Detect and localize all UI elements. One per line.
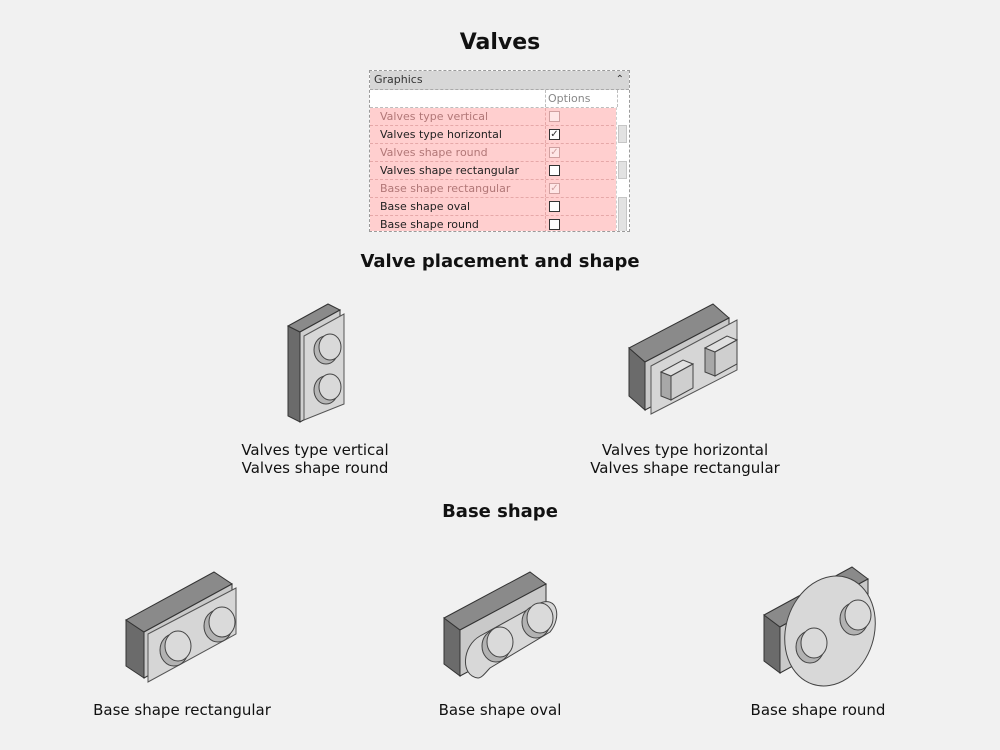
property-row-label: Valves type vertical xyxy=(380,110,489,123)
panel-header-label: Graphics xyxy=(374,73,423,86)
property-row-label: Base shape rectangular xyxy=(380,182,511,195)
vertical-round-valve-figure xyxy=(286,303,345,423)
section-title-placement: Valve placement and shape xyxy=(360,251,640,272)
panel-header[interactable]: Graphics ⌃ xyxy=(370,71,629,90)
scroll-thumb[interactable] xyxy=(618,125,627,143)
section-title-base: Base shape xyxy=(442,501,558,522)
option-cell xyxy=(545,108,618,125)
option-checkbox[interactable]: ✓ xyxy=(549,129,560,140)
option-cell xyxy=(545,198,618,215)
caption-line: Valves type vertical xyxy=(241,441,389,459)
option-checkbox[interactable]: ✓ xyxy=(549,147,560,158)
scrollbar[interactable] xyxy=(616,107,629,231)
caption-base-rect: Base shape rectangular xyxy=(93,701,271,719)
property-row[interactable]: Valves type horizontal ✓ xyxy=(370,126,629,144)
property-row[interactable]: Base shape round xyxy=(370,216,629,231)
option-cell xyxy=(545,216,618,231)
caption-line: Valves shape rectangular xyxy=(590,459,780,477)
caption-horizontal: Valves type horizontal Valves shape rect… xyxy=(565,441,805,477)
base-round-figure xyxy=(763,566,876,687)
caption-line: Valves shape round xyxy=(241,459,389,477)
scroll-thumb[interactable] xyxy=(618,197,627,231)
property-row[interactable]: Base shape rectangular ✓ xyxy=(370,180,629,198)
caption-vertical: Valves type vertical Valves shape round xyxy=(200,441,430,477)
property-row-label: Valves shape round xyxy=(380,146,488,159)
base-oval-figure xyxy=(443,571,558,679)
option-cell xyxy=(545,162,618,179)
property-row[interactable]: Valves type vertical xyxy=(370,108,629,126)
option-cell: ✓ xyxy=(545,180,618,197)
property-row-label: Base shape round xyxy=(380,218,479,231)
property-row[interactable]: Valves shape rectangular xyxy=(370,162,629,180)
option-checkbox[interactable] xyxy=(549,165,560,176)
column-header-row: Options xyxy=(370,90,629,108)
option-checkbox[interactable] xyxy=(549,111,560,122)
property-row-label: Valves type horizontal xyxy=(380,128,502,141)
caption-line: Valves type horizontal xyxy=(601,441,769,459)
property-row-label: Valves shape rectangular xyxy=(380,164,520,177)
property-row[interactable]: Base shape oval xyxy=(370,198,629,216)
scroll-thumb[interactable] xyxy=(618,161,627,179)
option-checkbox[interactable]: ✓ xyxy=(549,183,560,194)
caption-base-round: Base shape round xyxy=(750,701,886,719)
page-title: Valves xyxy=(459,30,541,55)
option-cell: ✓ xyxy=(545,126,618,143)
caption-base-oval: Base shape oval xyxy=(438,701,562,719)
horizontal-rect-valve-figure xyxy=(628,303,739,415)
option-checkbox[interactable] xyxy=(549,219,560,230)
option-cell: ✓ xyxy=(545,144,618,161)
property-row[interactable]: Valves shape round ✓ xyxy=(370,144,629,162)
options-column-header: Options xyxy=(545,90,618,107)
collapse-chevron-icon[interactable]: ⌃ xyxy=(615,74,624,85)
property-row-label: Base shape oval xyxy=(380,200,471,213)
option-checkbox[interactable] xyxy=(549,201,560,212)
base-rectangular-figure xyxy=(125,571,237,683)
